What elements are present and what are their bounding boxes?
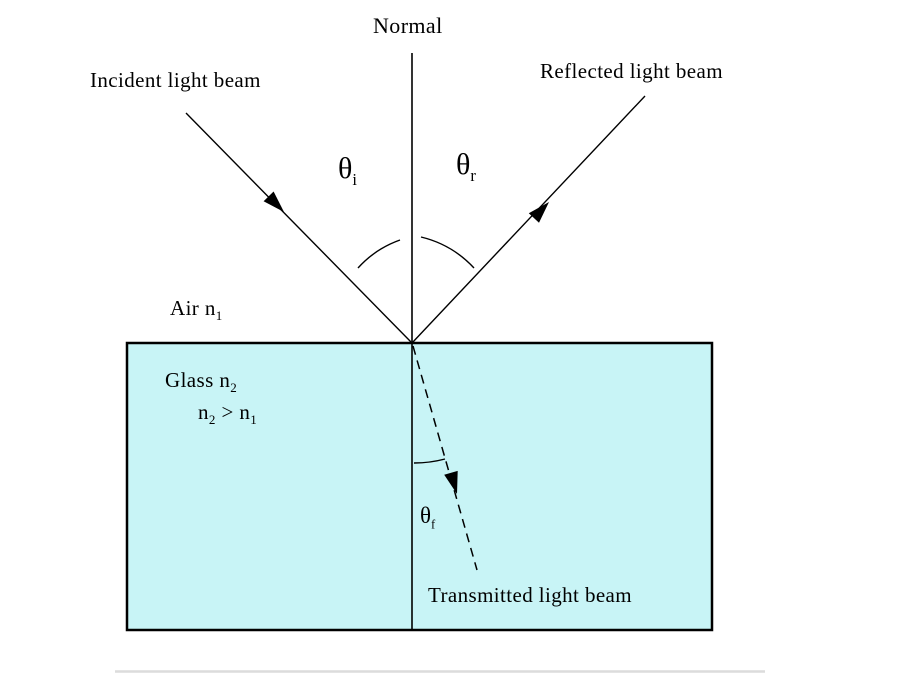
incident-angle-arc <box>357 239 401 269</box>
transmitted-arrowhead-icon <box>444 470 458 494</box>
theta-r-symbol: θ <box>456 148 471 181</box>
air-medium-label: Air n1 <box>170 296 223 324</box>
theta-r-label: θr <box>456 148 476 185</box>
air-index-subscript: 1 <box>215 308 223 324</box>
ineq-left-subscript: 2 <box>208 412 216 428</box>
reflected-beam-label: Reflected light beam <box>540 59 723 83</box>
theta-i-label: θi <box>338 152 357 189</box>
theta-f-label: θf <box>420 503 436 532</box>
theta-f-subscript: f <box>431 517 436 532</box>
transmitted-ray <box>412 345 478 571</box>
ineq-n-right: n <box>239 400 251 424</box>
incident-ray <box>185 112 412 343</box>
glass-block <box>125 341 714 632</box>
glass-medium-label: Glass n2 <box>165 368 238 396</box>
reflected-angle-arc <box>420 236 475 269</box>
theta-i-symbol: θ <box>338 152 353 185</box>
theta-i-subscript: i <box>352 170 357 189</box>
ineq-right-subscript: 1 <box>250 412 258 428</box>
air-medium-text: Air n <box>170 296 216 320</box>
ineq-n-left: n <box>198 400 209 424</box>
incident-beam-label: Incident light beam <box>90 68 261 92</box>
ineq-gt-sign: > <box>215 400 240 424</box>
theta-f-symbol: θ <box>420 503 432 528</box>
transmitted-beam-label: Transmitted light beam <box>428 583 633 607</box>
reflected-ray <box>411 95 646 344</box>
index-inequality-label: n2 > n1 <box>198 400 258 428</box>
refraction-angle-arc <box>413 458 446 464</box>
glass-index-subscript: 2 <box>230 380 238 396</box>
glass-medium-text: Glass n <box>165 368 231 392</box>
incident-arrowhead-icon <box>263 191 284 212</box>
normal-label: Normal <box>373 13 443 38</box>
reflected-arrowhead-icon <box>528 202 549 223</box>
theta-r-subscript: r <box>470 166 476 185</box>
